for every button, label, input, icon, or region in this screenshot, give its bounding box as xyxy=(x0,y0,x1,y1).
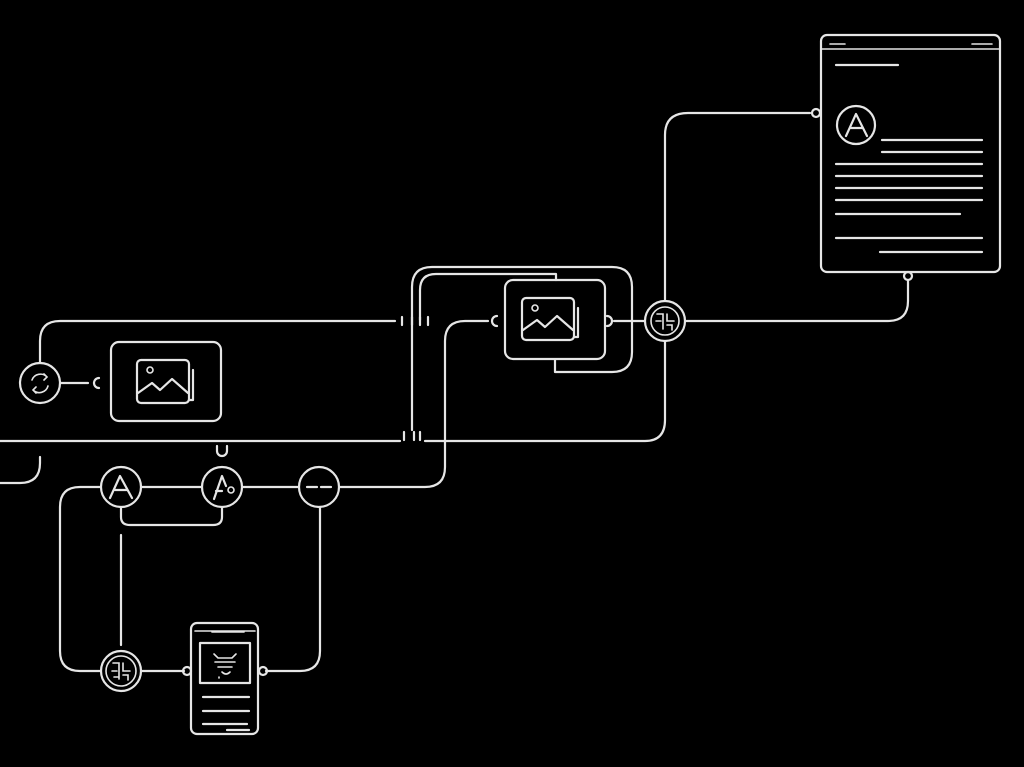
wire-dashes xyxy=(400,315,430,327)
sync-node[interactable] xyxy=(18,361,62,405)
sync-icon xyxy=(31,373,49,394)
brain-node-2[interactable] xyxy=(643,299,687,343)
port-connector xyxy=(215,444,229,458)
wire-top-left xyxy=(38,319,397,365)
text-a-node[interactable] xyxy=(99,465,143,509)
image-card-1[interactable] xyxy=(109,340,223,423)
wire-loop-image2 xyxy=(410,265,634,432)
wire-bracket xyxy=(119,505,224,527)
image-icon xyxy=(520,296,580,342)
wire-phone-minus xyxy=(264,505,322,673)
wire-left-loop xyxy=(58,485,103,673)
letter-a-edit-icon xyxy=(212,474,235,501)
port-connector xyxy=(902,270,914,282)
document-text-lines xyxy=(834,138,984,254)
phone-screen xyxy=(198,641,252,685)
wire-dashes-2 xyxy=(402,430,422,442)
minus-node[interactable] xyxy=(297,465,341,509)
ports xyxy=(92,107,914,677)
brain-node-1[interactable] xyxy=(99,649,143,693)
wires xyxy=(0,111,910,673)
wire-brain-document xyxy=(683,278,910,323)
wire-main-horizontal xyxy=(0,339,667,443)
port-connector xyxy=(490,314,499,328)
wire-left-curve xyxy=(0,455,42,485)
port-connector xyxy=(92,376,101,390)
port-connector xyxy=(810,107,822,119)
letter-a-icon xyxy=(108,474,134,500)
text-a-edit-node[interactable] xyxy=(200,465,244,509)
wire-loop-image2-inner xyxy=(418,272,558,322)
document-card[interactable] xyxy=(819,33,1002,274)
image-card-2[interactable] xyxy=(503,278,607,361)
wire-to-document xyxy=(663,111,812,303)
brain-chip-icon xyxy=(655,313,675,331)
wire-minus-image2 xyxy=(337,319,490,489)
port-connector xyxy=(605,314,614,328)
brain-chip-icon xyxy=(111,662,131,681)
robot-icon xyxy=(213,653,237,679)
letter-a-icon xyxy=(835,104,877,146)
phone-card[interactable] xyxy=(189,621,260,736)
phone-text-lines xyxy=(201,695,251,732)
image-icon xyxy=(135,358,195,405)
